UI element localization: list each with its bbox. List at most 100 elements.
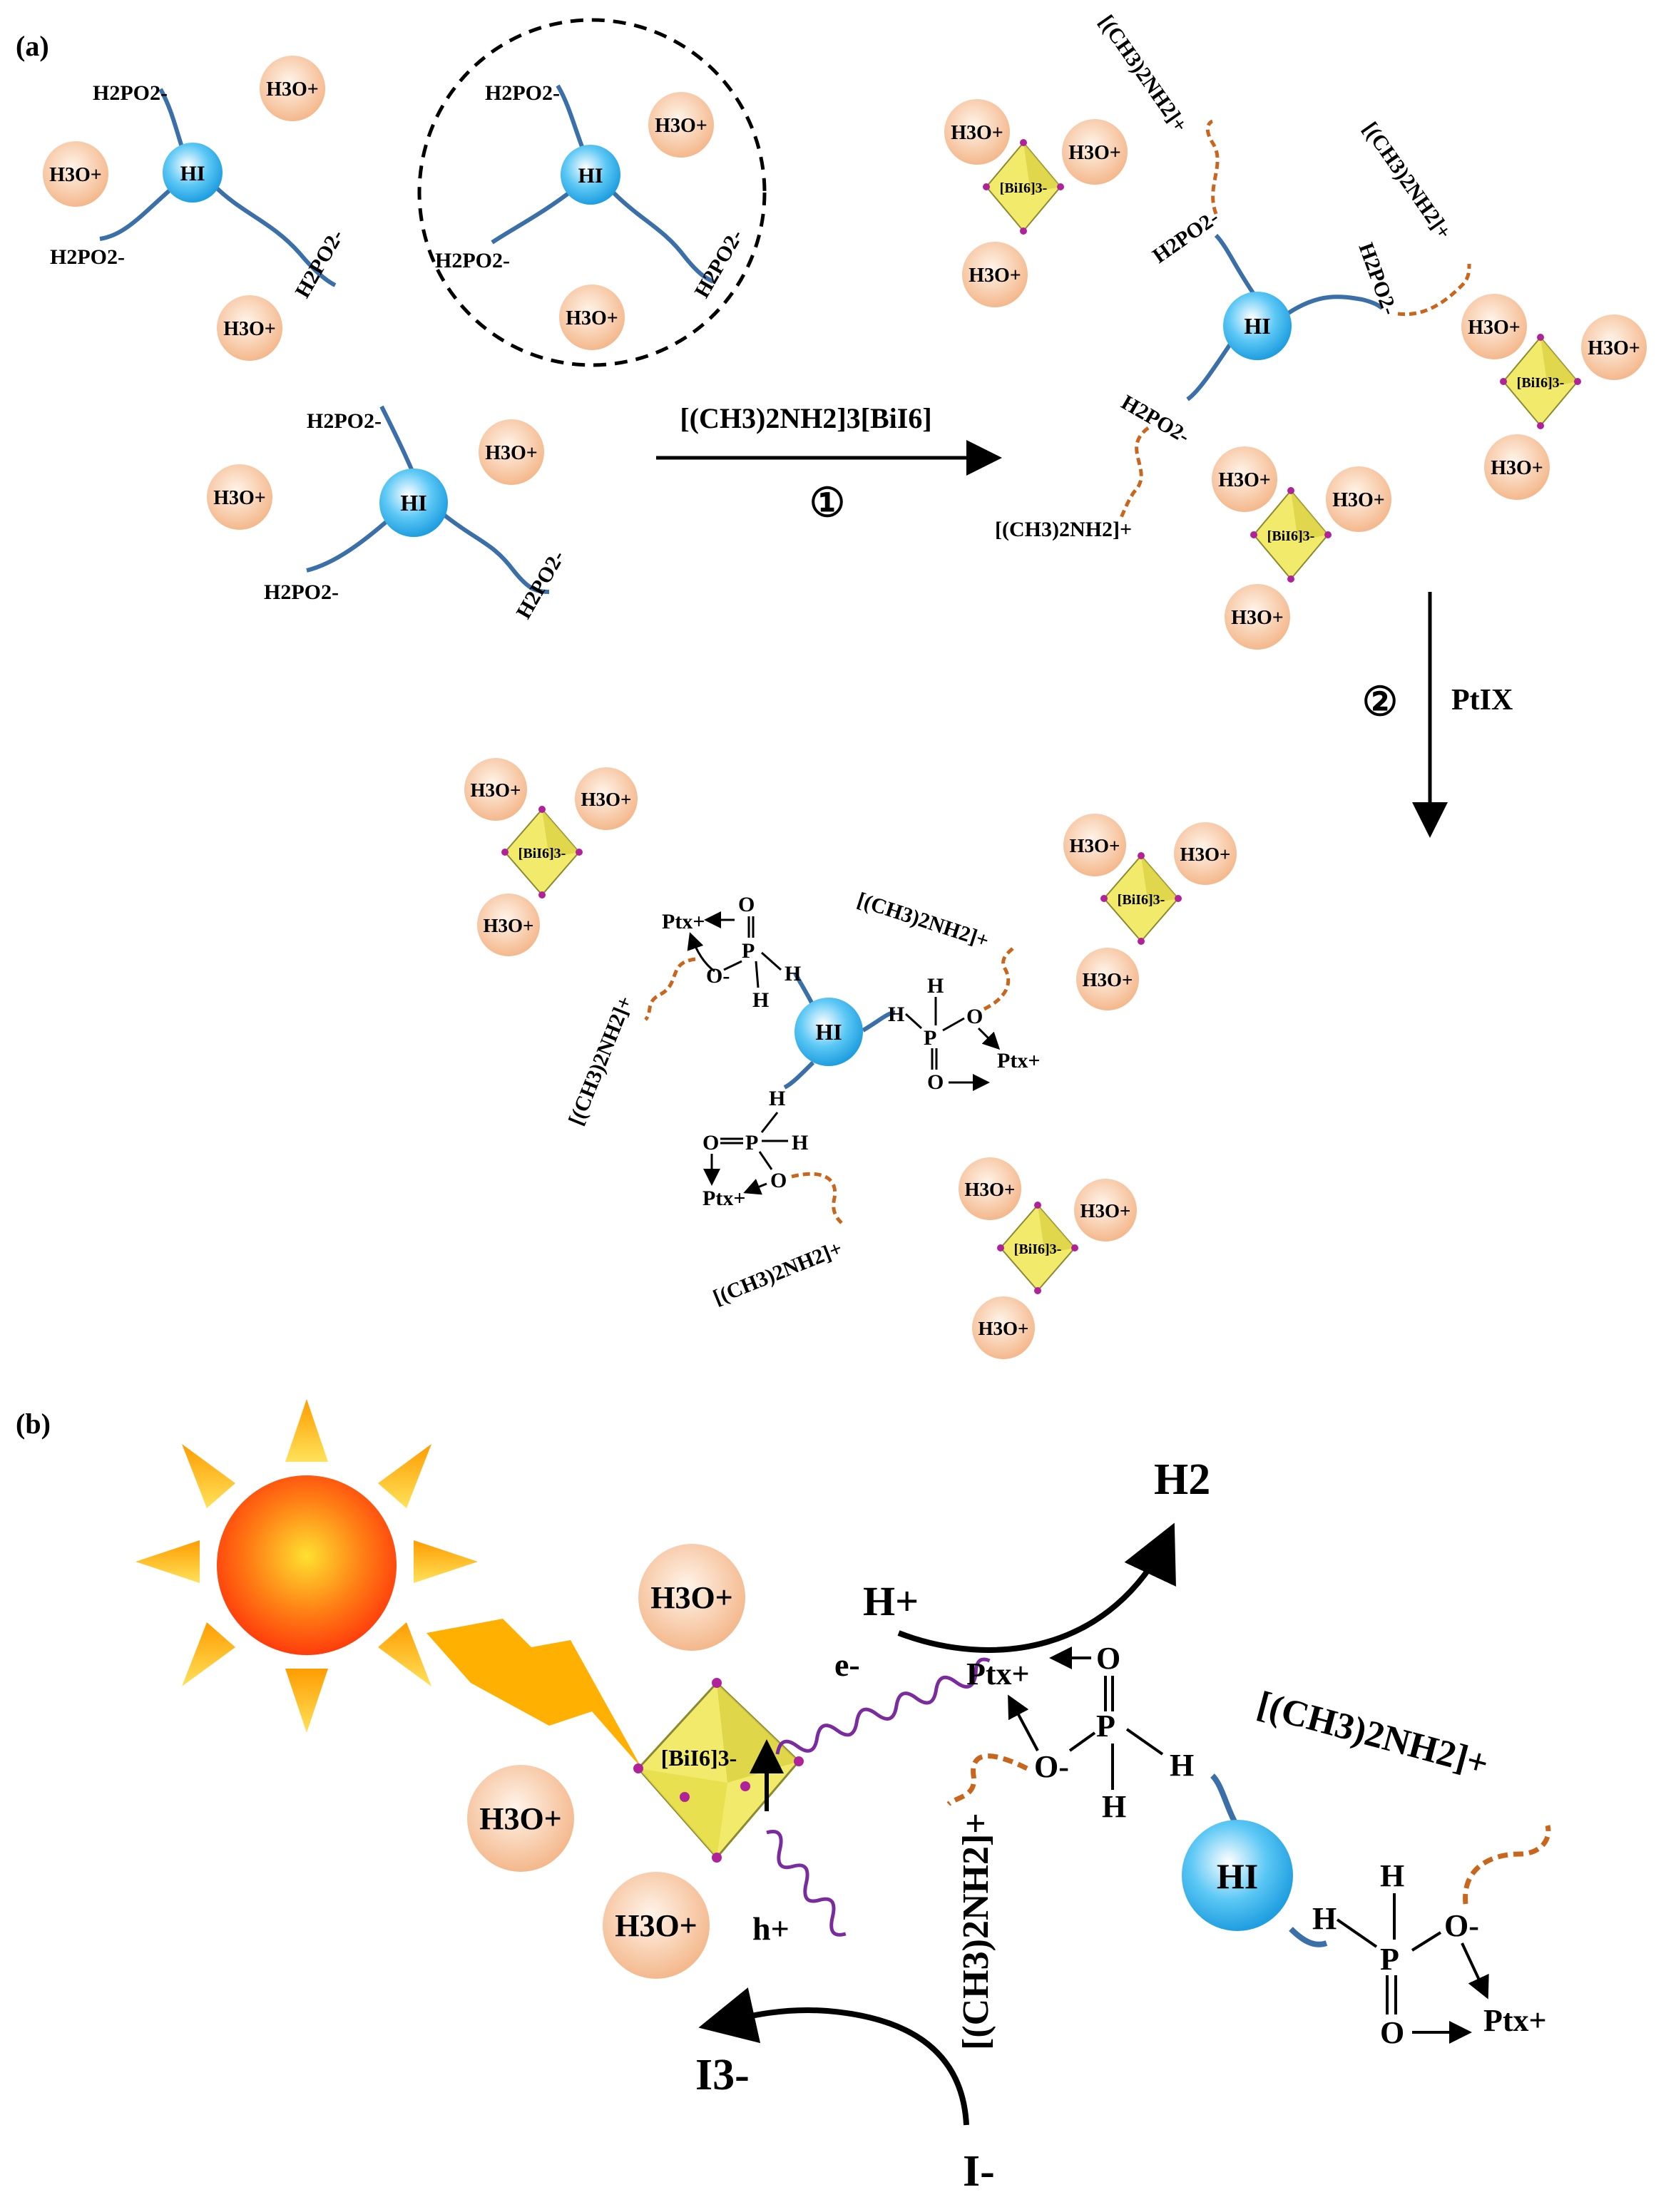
svg-text:H3O+: H3O+	[566, 307, 618, 329]
svg-text:O: O	[1096, 1641, 1120, 1676]
hydronium-ion: H3O+	[260, 56, 325, 121]
svg-text:H3O+: H3O+	[49, 164, 102, 186]
svg-text:[BiI6]3-: [BiI6]3-	[1000, 180, 1048, 196]
hydronium-ion: H3O+	[962, 242, 1028, 307]
hydronium-ion: H3O+	[648, 92, 714, 158]
svg-text:H3O+: H3O+	[213, 487, 266, 509]
svg-text:H3O+: H3O+	[1080, 1200, 1131, 1222]
hypophosphite-label: H2PO2-	[93, 81, 168, 105]
hydronium-ion: H3O+	[959, 1157, 1021, 1220]
dma-label: [(CH3)2NH2]+	[1094, 11, 1192, 136]
hydronium-ion: H3O+	[467, 1765, 574, 1872]
svg-text:H3O+: H3O+	[485, 442, 538, 464]
hydronium-ion: H3O+	[603, 1872, 710, 1979]
svg-text:H: H	[888, 1003, 904, 1026]
hydronium-ion: H3O+	[477, 893, 540, 956]
svg-text:O-: O-	[1444, 1908, 1479, 1943]
bii6-octahedron: [BiI6]3-	[983, 139, 1064, 235]
panel-b-label: (b)	[16, 1408, 51, 1440]
svg-text:H3O+: H3O+	[951, 122, 1003, 144]
svg-text:HI: HI	[400, 490, 426, 516]
bii6-octahedron: [BiI6]3-	[501, 806, 583, 898]
bii6-octahedron: [BiI6]3-	[1250, 487, 1332, 583]
svg-text:H3O+: H3O+	[1468, 317, 1521, 339]
svg-text:H2PO2-: H2PO2-	[1354, 240, 1401, 318]
svg-text:O: O	[738, 893, 755, 916]
svg-text:[BiI6]3-: [BiI6]3-	[1118, 892, 1165, 908]
hydronium-ion: H3O+	[972, 1296, 1035, 1359]
electron-label: e-	[834, 1647, 860, 1683]
svg-text:H3O+: H3O+	[978, 1318, 1029, 1339]
dma-label: [(CH3)2NH2]+	[995, 518, 1132, 541]
svg-text:Ptx+: Ptx+	[1483, 2003, 1547, 2038]
svg-text:Ptx+: Ptx+	[997, 1049, 1040, 1072]
hydronium-ion: H3O+	[207, 464, 272, 530]
dma-label: [(CH3)2NH2]+	[1358, 118, 1456, 243]
svg-text:H: H	[1312, 1901, 1337, 1936]
step1-reagent: [(CH3)2NH2]3[BiI6]	[680, 402, 931, 434]
svg-text:H3O+: H3O+	[1231, 607, 1284, 629]
hydrogen-label: H2	[1154, 1455, 1210, 1504]
svg-text:P: P	[1096, 1709, 1115, 1744]
svg-text:H3O+: H3O+	[223, 318, 276, 340]
svg-text:H3O+: H3O+	[1068, 142, 1121, 164]
svg-text:P: P	[745, 1131, 758, 1154]
svg-text:H: H	[785, 962, 801, 985]
hydronium-ion: H3O+	[1581, 314, 1647, 380]
reaction-step-2: ② PtIX	[1362, 592, 1513, 838]
svg-text:[(CH3)2NH2]+: [(CH3)2NH2]+	[1253, 1684, 1493, 1785]
hydronium-ion: H3O+	[1076, 948, 1139, 1010]
svg-text:[BiI6]3-: [BiI6]3-	[1517, 375, 1565, 391]
svg-text:[BiI6]3-: [BiI6]3-	[1267, 528, 1315, 544]
hydronium-ion: H3O+	[1326, 466, 1391, 532]
svg-text:H2PO2-: H2PO2-	[690, 225, 747, 302]
svg-text:H3O+: H3O+	[484, 915, 534, 936]
hydrogen-evolution-arrow	[897, 1522, 1176, 1653]
svg-text:O-: O-	[1034, 1749, 1069, 1784]
svg-text:H3O+: H3O+	[655, 115, 707, 137]
proton-label: H+	[863, 1578, 919, 1624]
svg-text:H3O+: H3O+	[650, 1580, 733, 1615]
svg-text:H2PO2-: H2PO2-	[307, 409, 382, 433]
electron-transfer-wave	[775, 1657, 991, 1755]
bii6-octahedron: [BiI6]3-	[997, 1202, 1078, 1294]
triiodide-label: I3-	[695, 2051, 750, 2099]
svg-text:O: O	[927, 1070, 944, 1094]
iodide-label: I-	[963, 2147, 995, 2196]
svg-text:[(CH3)2NH2]+: [(CH3)2NH2]+	[564, 993, 638, 1128]
svg-text:H: H	[752, 988, 769, 1012]
svg-text:H3O+: H3O+	[615, 1908, 698, 1943]
hydronium-ion: H3O+	[559, 285, 625, 350]
sun-icon	[136, 1399, 478, 1733]
hydronium-ion: H3O+	[1062, 119, 1128, 185]
hydronium-ion: H3O+	[464, 758, 527, 821]
bii6-octahedron: [BiI6]3-	[1100, 852, 1182, 945]
svg-text:Ptx+: Ptx+	[702, 1187, 745, 1210]
hydronium-ion: H3O+	[944, 99, 1010, 165]
hydronium-ion: H3O+	[1225, 584, 1290, 650]
hole-label: h+	[752, 1910, 790, 1947]
reaction-step-1: [(CH3)2NH2]3[BiI6] ①	[656, 402, 1002, 526]
hydronium-ion: H3O+	[638, 1544, 745, 1651]
hypophosphite-label: H2PO2-	[290, 225, 348, 302]
hole-transfer-wave	[766, 1830, 847, 1937]
hydronium-ion: H3O+	[575, 767, 638, 830]
svg-text:HI: HI	[1217, 1856, 1258, 1896]
lightning-icon	[426, 1619, 642, 1768]
svg-text:[(CH3)2NH2]+: [(CH3)2NH2]+	[956, 1813, 996, 2050]
svg-text:O: O	[702, 1131, 719, 1154]
svg-text:H3O+: H3O+	[1083, 969, 1133, 990]
svg-text:O: O	[1380, 2015, 1404, 2050]
svg-text:H2PO2-: H2PO2-	[1118, 390, 1194, 448]
svg-text:H2PO2-: H2PO2-	[485, 81, 560, 105]
hydronium-ion: H3O+	[479, 419, 544, 485]
svg-text:H3O+: H3O+	[1070, 835, 1120, 856]
svg-text:H3O+: H3O+	[1218, 469, 1271, 491]
svg-text:P: P	[924, 1026, 936, 1050]
bii6-octahedron-large: [BiI6]3-	[633, 1678, 804, 1863]
hypophosphite-label: H2PO2-	[50, 245, 125, 269]
svg-text:H: H	[792, 1131, 808, 1154]
step2-number: ②	[1362, 680, 1398, 724]
svg-text:H3O+: H3O+	[479, 1801, 562, 1836]
